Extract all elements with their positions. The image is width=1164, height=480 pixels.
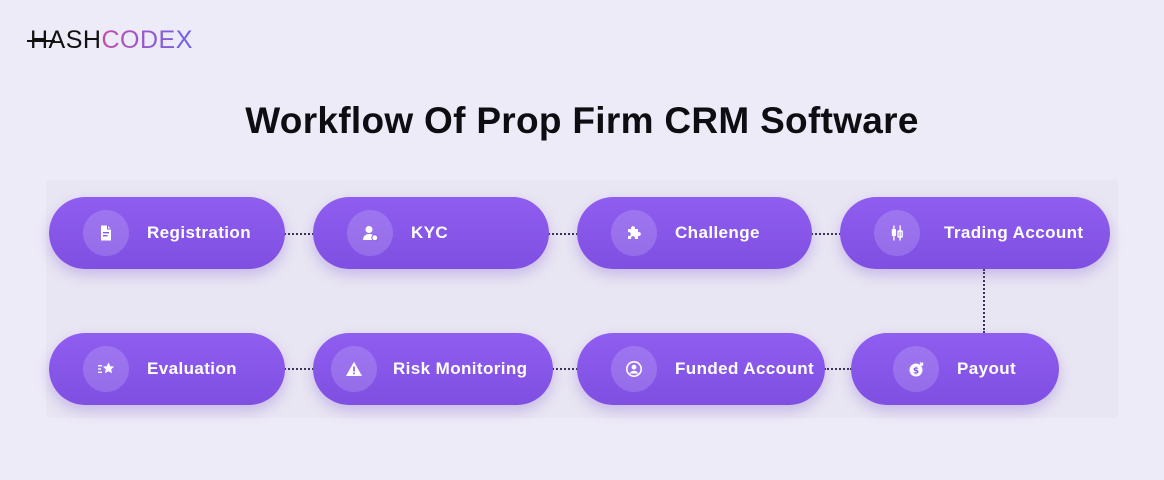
step-label-risk-monitoring: Risk Monitoring [393,359,528,378]
warning-icon [331,346,377,392]
logo-strike-line [27,40,55,42]
connector-kyc-challenge [548,233,578,235]
connector-payout-funded [824,368,852,370]
hashcodex-logo: HASH CODEX [27,26,193,55]
step-evaluation[interactable]: Evaluation [49,333,285,405]
connector-registration-kyc [284,233,314,235]
connector-risk-evaluation [284,368,314,370]
step-label-registration: Registration [147,223,251,242]
svg-text:$: $ [913,366,919,376]
step-label-kyc: KYC [411,223,449,242]
puzzle-icon [611,210,657,256]
user-check-icon [347,210,393,256]
step-risk-monitoring[interactable]: Risk Monitoring [313,333,553,405]
step-label-funded-account: Funded Account [675,359,815,378]
connector-trading-payout [983,269,985,333]
step-challenge[interactable]: Challenge [577,197,812,269]
step-label-challenge: Challenge [675,223,760,242]
step-kyc[interactable]: KYC [313,197,549,269]
star-list-icon [83,346,129,392]
step-label-trading-account: Trading Account [944,223,1084,242]
step-label-evaluation: Evaluation [147,359,237,378]
candlestick-icon [874,210,920,256]
step-trading-account[interactable]: Trading Account [840,197,1110,269]
step-label-payout: Payout [957,359,1017,378]
step-funded-account[interactable]: Funded Account [577,333,825,405]
step-payout[interactable]: $ Payout [851,333,1059,405]
step-registration[interactable]: Registration [49,197,285,269]
user-circle-icon [611,346,657,392]
connector-challenge-trading [811,233,841,235]
money-bag-icon: $ [893,346,939,392]
page-title: Workflow Of Prop Firm CRM Software [245,100,919,141]
connector-funded-risk [552,368,578,370]
document-icon [83,210,129,256]
logo-text-codex: CODEX [101,26,193,54]
